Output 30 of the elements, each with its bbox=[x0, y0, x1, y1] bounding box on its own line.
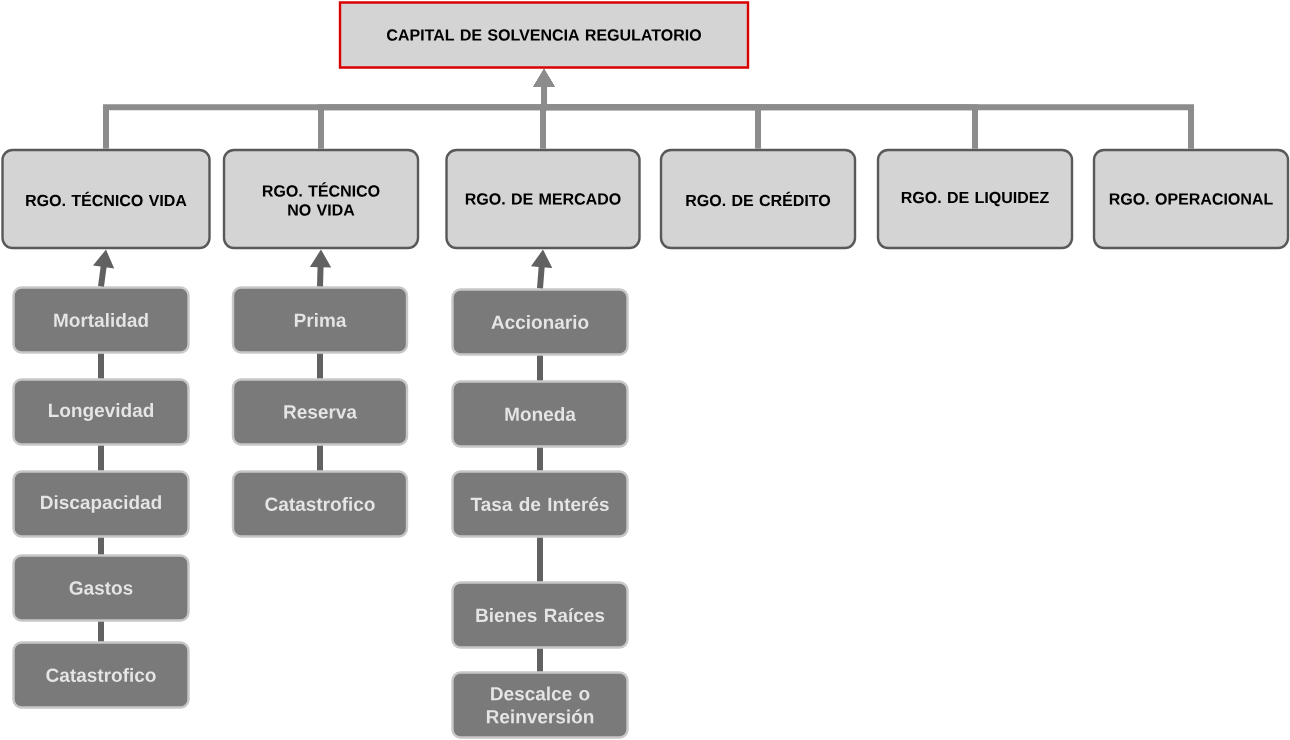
subcategory-box: Mortalidad bbox=[12, 286, 190, 354]
category-box: RGO. OPERACIONAL bbox=[1092, 148, 1290, 250]
category-box: RGO. DE MERCADO bbox=[445, 148, 641, 250]
connector-line bbox=[317, 353, 323, 379]
connector-line bbox=[98, 621, 104, 642]
connector-line bbox=[317, 445, 323, 471]
subcategory-box: Tasa de Interés bbox=[451, 470, 629, 538]
connector-line bbox=[98, 445, 104, 471]
category-box: RGO. DE CRÉDITO bbox=[659, 148, 857, 250]
connector-line bbox=[98, 537, 104, 555]
subcategory-box: Longevidad bbox=[12, 378, 190, 446]
category-box: RGO. TÉCNICO NO VIDA bbox=[222, 148, 420, 250]
subcategory-box: Prima bbox=[231, 286, 409, 354]
subcategory-box: Descalce o Reinversión bbox=[451, 671, 629, 739]
connector-line bbox=[98, 353, 104, 379]
root-box: CAPITAL DE SOLVENCIA REGULATORIO bbox=[338, 1, 750, 69]
connector-line bbox=[537, 648, 543, 672]
connector-line bbox=[537, 537, 543, 582]
connector-line bbox=[537, 355, 543, 381]
category-box: RGO. DE LIQUIDEZ bbox=[876, 148, 1074, 250]
subcategory-box: Gastos bbox=[12, 554, 190, 622]
subcategory-box: Catastrofico bbox=[12, 641, 190, 709]
subcategory-box: Moneda bbox=[451, 380, 629, 448]
subcategory-box: Accionario bbox=[451, 288, 629, 356]
category-box: RGO. TÉCNICO VIDA bbox=[1, 148, 211, 250]
subcategory-box: Reserva bbox=[231, 378, 409, 446]
connector-line bbox=[537, 447, 543, 471]
subcategory-box: Bienes Raíces bbox=[451, 581, 629, 649]
subcategory-box: Catastrofico bbox=[231, 470, 409, 538]
subcategory-box: Discapacidad bbox=[12, 470, 190, 538]
